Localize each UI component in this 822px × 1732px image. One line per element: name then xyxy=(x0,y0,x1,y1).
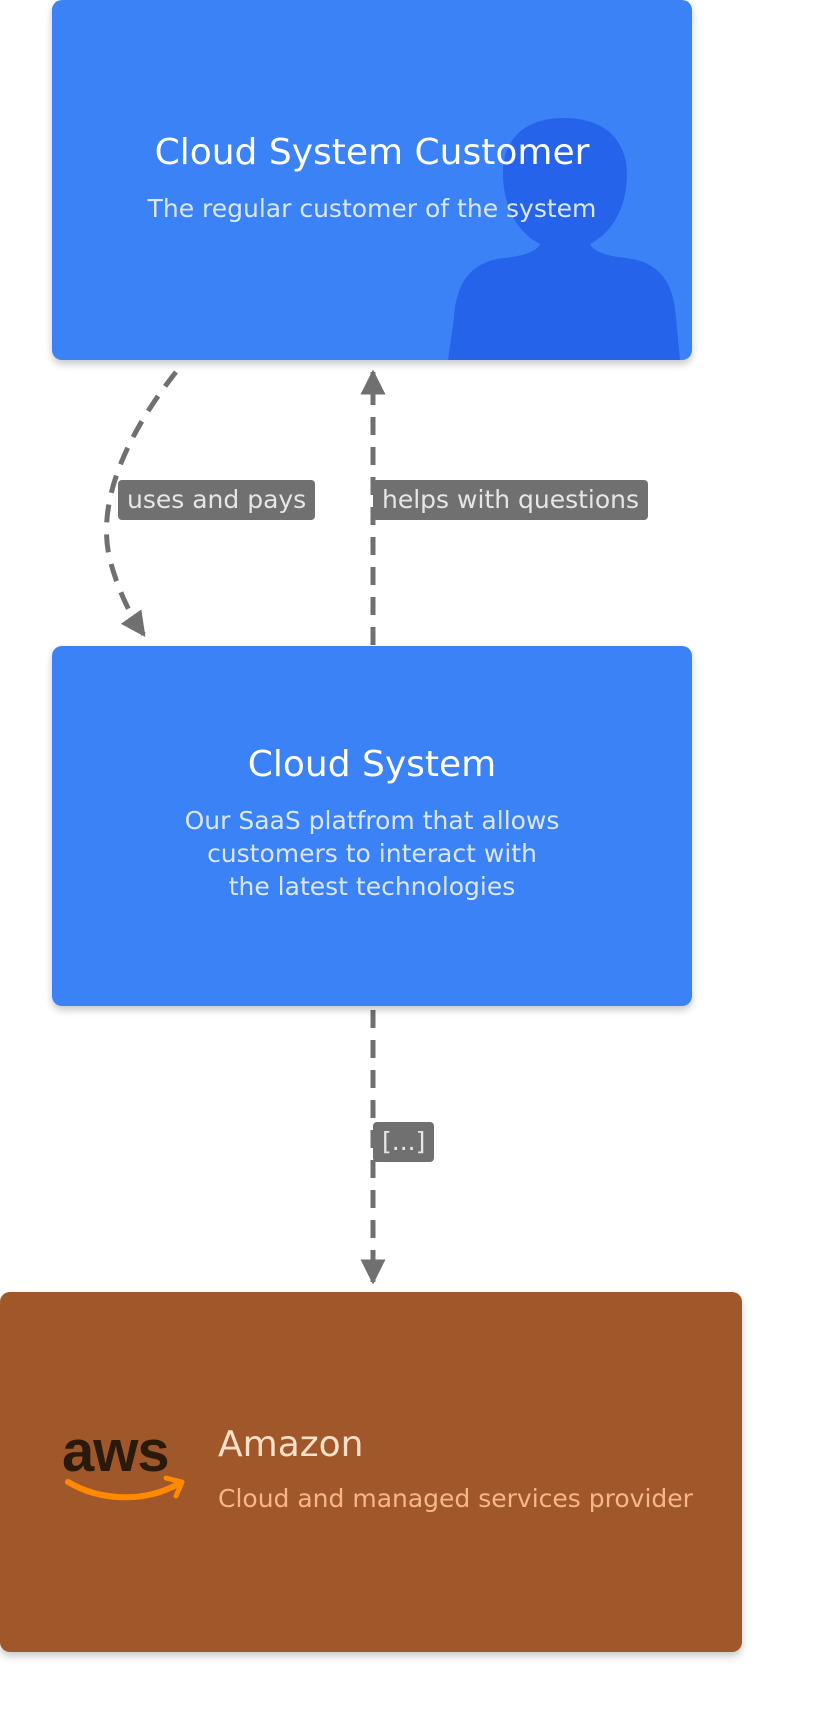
aws-logo-text: aws xyxy=(62,1419,170,1484)
customer-description: The regular customer of the system xyxy=(147,194,597,223)
amazon-node[interactable]: aws Amazon Cloud and managed services pr… xyxy=(0,1292,742,1652)
edge-label-uses-and-pays: uses and pays xyxy=(118,480,316,520)
aws-smile-icon xyxy=(65,1475,185,1501)
edge-uses-and-pays xyxy=(104,370,178,638)
customer-node[interactable]: Cloud System Customer The regular custom… xyxy=(52,0,692,360)
person-silhouette-icon xyxy=(448,118,680,360)
cloud-system-node[interactable]: Cloud System Our SaaS platfrom that allo… xyxy=(52,646,692,1006)
customer-title: Cloud System Customer xyxy=(154,132,590,173)
amazon-description: Cloud and managed services provider xyxy=(218,1484,693,1513)
cloud-system-description: Our SaaS platfrom that allows customers … xyxy=(184,806,560,901)
cloud-system-title: Cloud System xyxy=(247,744,497,785)
edge-label-helps-with-questions: helps with questions xyxy=(373,480,649,520)
amazon-title: Amazon xyxy=(218,1424,364,1465)
edge-label-cloud-to-amazon: [...] xyxy=(373,1122,435,1162)
aws-logo-icon: aws xyxy=(62,1422,190,1512)
